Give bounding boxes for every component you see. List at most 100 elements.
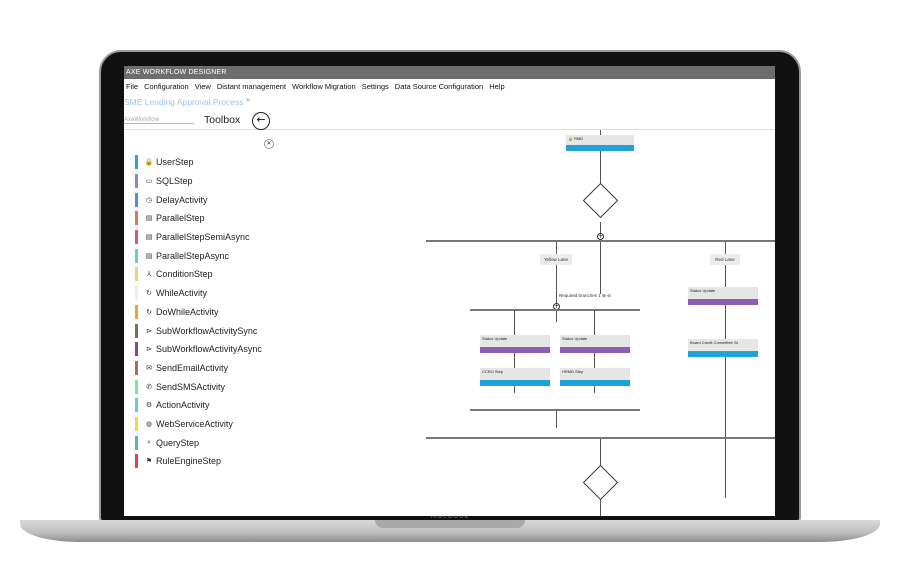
- node-bar: [560, 380, 630, 386]
- condition-diamond[interactable]: [582, 464, 619, 501]
- toolbox-item-sendsmsactivity[interactable]: ✆ SendSMSActivity: [135, 377, 285, 396]
- toolbox-color-bar: [135, 192, 138, 207]
- toolbox-item-ruleenginestep[interactable]: ⚑RuleEngineStep: [135, 452, 285, 471]
- parallel-icon: ▤: [145, 252, 153, 260]
- workflow-sub-tab[interactable]: AxeWorkflow: [124, 117, 194, 124]
- toolbox-color-bar: [135, 230, 138, 245]
- rmd-node-label: RMD: [574, 136, 584, 141]
- toolbox-item-label: DelayActivity: [156, 194, 208, 205]
- required-branches-value[interactable]: 1: [598, 293, 601, 298]
- toolbox-color-bar: [135, 398, 138, 413]
- document-tab[interactable]: SME Lending Approval Process✕: [124, 97, 251, 111]
- gear-icon: ⚙: [145, 402, 153, 410]
- toolbox-item-label: SubWorkflowActivityAsync: [156, 344, 262, 355]
- toolbox-item-label: ParallelStepAsync: [156, 250, 230, 261]
- toolbox-item-sqlstep[interactable]: ▭SQLStep: [135, 172, 285, 191]
- join-bar: [470, 409, 640, 411]
- node-bar: [480, 380, 550, 386]
- connector: [556, 411, 557, 428]
- workflow-canvas[interactable]: 🔒 RMD + Yellow Lane Required branches 1 …: [274, 130, 775, 516]
- laptop-notch: [375, 520, 525, 528]
- parallel-bar: [470, 309, 640, 311]
- toolbox-list: 🔒UserStep▭SQLStep◷DelayActivity▤Parallel…: [135, 153, 285, 471]
- toolbox-item-subworkflowactivityasync[interactable]: ⊳ SubWorkflowActivityAsync: [135, 340, 285, 359]
- node-bar: [560, 347, 630, 353]
- subflow-icon: ⊳: [146, 327, 152, 335]
- node-label: Status Update: [690, 288, 716, 293]
- toolbox-item-label: SQLStep: [156, 176, 193, 187]
- toolbox-item-userstep[interactable]: 🔒UserStep: [135, 153, 285, 172]
- parallel-bar: [426, 240, 775, 242]
- toolbox-item-label: QueryStep: [156, 437, 200, 448]
- toolbox-item-label: WebServiceActivity: [156, 418, 233, 429]
- rmd-node[interactable]: 🔒 RMD: [566, 135, 634, 151]
- status-update-node[interactable]: Status Update: [560, 335, 630, 353]
- toolbox-item-parallelstepsemiasync[interactable]: ▤ParallelStepSemiAsync: [135, 228, 285, 247]
- condition-diamond[interactable]: [582, 182, 619, 219]
- status-update-node[interactable]: Status Update: [688, 287, 758, 305]
- toolbox-item-parallelstepasync[interactable]: ▤ParallelStepAsync: [135, 246, 285, 265]
- query-icon: ⌕: [147, 438, 151, 446]
- document-tab-title: SME Lending Approval Process: [124, 97, 244, 107]
- toolbox-item-dowhileactivity[interactable]: ↻DoWhileActivity: [135, 303, 285, 322]
- toolbox-color-bar: [135, 360, 138, 375]
- menu-file[interactable]: File: [126, 81, 139, 91]
- toolbox-color-bar: [135, 416, 138, 431]
- database-icon: ▭: [145, 178, 153, 186]
- toolbox-item-actionactivity[interactable]: ⚙ActionActivity: [135, 396, 285, 415]
- connector: [600, 222, 601, 294]
- toolbox-color-bar: [135, 155, 138, 170]
- lock-icon: 🔒: [144, 159, 154, 167]
- toolbox-item-delayactivity[interactable]: ◷DelayActivity: [135, 190, 285, 209]
- rule-icon: ⚑: [145, 458, 153, 466]
- laptop-brand: MacBook: [430, 512, 470, 520]
- toolbox-item-label: WhileActivity: [156, 288, 208, 299]
- toolbox-color-bar: [135, 435, 138, 450]
- menu-configuration[interactable]: Configuration: [144, 81, 189, 91]
- node-bar: [688, 299, 758, 305]
- menu-help[interactable]: Help: [489, 81, 505, 91]
- toolbox-item-sendemailactivity[interactable]: ✉SendEmailActivity: [135, 359, 285, 378]
- ccro-step-node[interactable]: CCRO Step: [480, 368, 550, 386]
- toolbox-item-label: ParallelStep: [156, 213, 205, 224]
- menu-view[interactable]: View: [194, 81, 211, 91]
- back-arrow-icon[interactable]: ←: [252, 112, 270, 130]
- lane-yellow[interactable]: Yellow Lane: [540, 254, 572, 265]
- pin-icon[interactable]: ✕: [264, 139, 274, 149]
- toolbox-item-label: SendSMSActivity: [156, 381, 226, 392]
- toolbox-color-bar: [135, 211, 138, 226]
- close-icon[interactable]: ✕: [245, 98, 251, 104]
- toolbox-item-conditionstep[interactable]: ⅄ConditionStep: [135, 265, 285, 284]
- menu-distant-management[interactable]: Distant management: [216, 81, 287, 91]
- toolbox-item-label: RuleEngineStep: [156, 456, 222, 467]
- toolbox-item-label: ParallelStepSemiAsync: [156, 232, 250, 243]
- add-branch-icon[interactable]: +: [597, 233, 604, 240]
- board-credit-committee-node[interactable]: Board Credit Committee St: [688, 339, 758, 357]
- subflow-icon: ⊳: [146, 346, 152, 354]
- toolbox-color-bar: [135, 454, 138, 469]
- connector: [725, 242, 726, 498]
- menu-workflow-migration[interactable]: Workflow Migration: [292, 81, 356, 91]
- sms-icon: ✆: [146, 383, 152, 391]
- toolbox-color-bar: [135, 304, 138, 319]
- menu-data-source-configuration[interactable]: Data Source Configuration: [394, 81, 484, 91]
- parallel-icon: ▤: [145, 215, 153, 223]
- toolbox-item-webserviceactivity[interactable]: ◍WebServiceActivity: [135, 415, 285, 434]
- toolbox-item-whileactivity[interactable]: ↻ WhileActivity: [135, 284, 285, 303]
- node-label: Board Credit Committee St: [690, 340, 738, 345]
- toolbox-item-querystep[interactable]: ⌕ QueryStep: [135, 433, 285, 452]
- toolbox-item-label: SendEmailActivity: [156, 362, 229, 373]
- toolbox-item-subworkflowactivitysync[interactable]: ⊳SubWorkflowActivitySync: [135, 321, 285, 340]
- hrmd-step-node[interactable]: HRMD Step: [560, 368, 630, 386]
- toolbox-item-label: ActionActivity: [156, 400, 210, 411]
- merge-bar: [426, 437, 775, 439]
- status-update-node[interactable]: Status Update: [480, 335, 550, 353]
- lane-red[interactable]: Red Lane: [710, 254, 740, 265]
- menu-settings[interactable]: Settings: [361, 81, 389, 91]
- loop-icon: ↻: [146, 290, 152, 298]
- loop-icon: ↻: [146, 308, 152, 316]
- node-label: HRMD Step: [562, 369, 584, 374]
- toolbox-header: AxeWorkflow Toolbox: [124, 112, 775, 130]
- toolbox-title: Toolbox: [204, 114, 241, 126]
- toolbox-item-parallelstep[interactable]: ▤ParallelStep: [135, 209, 285, 228]
